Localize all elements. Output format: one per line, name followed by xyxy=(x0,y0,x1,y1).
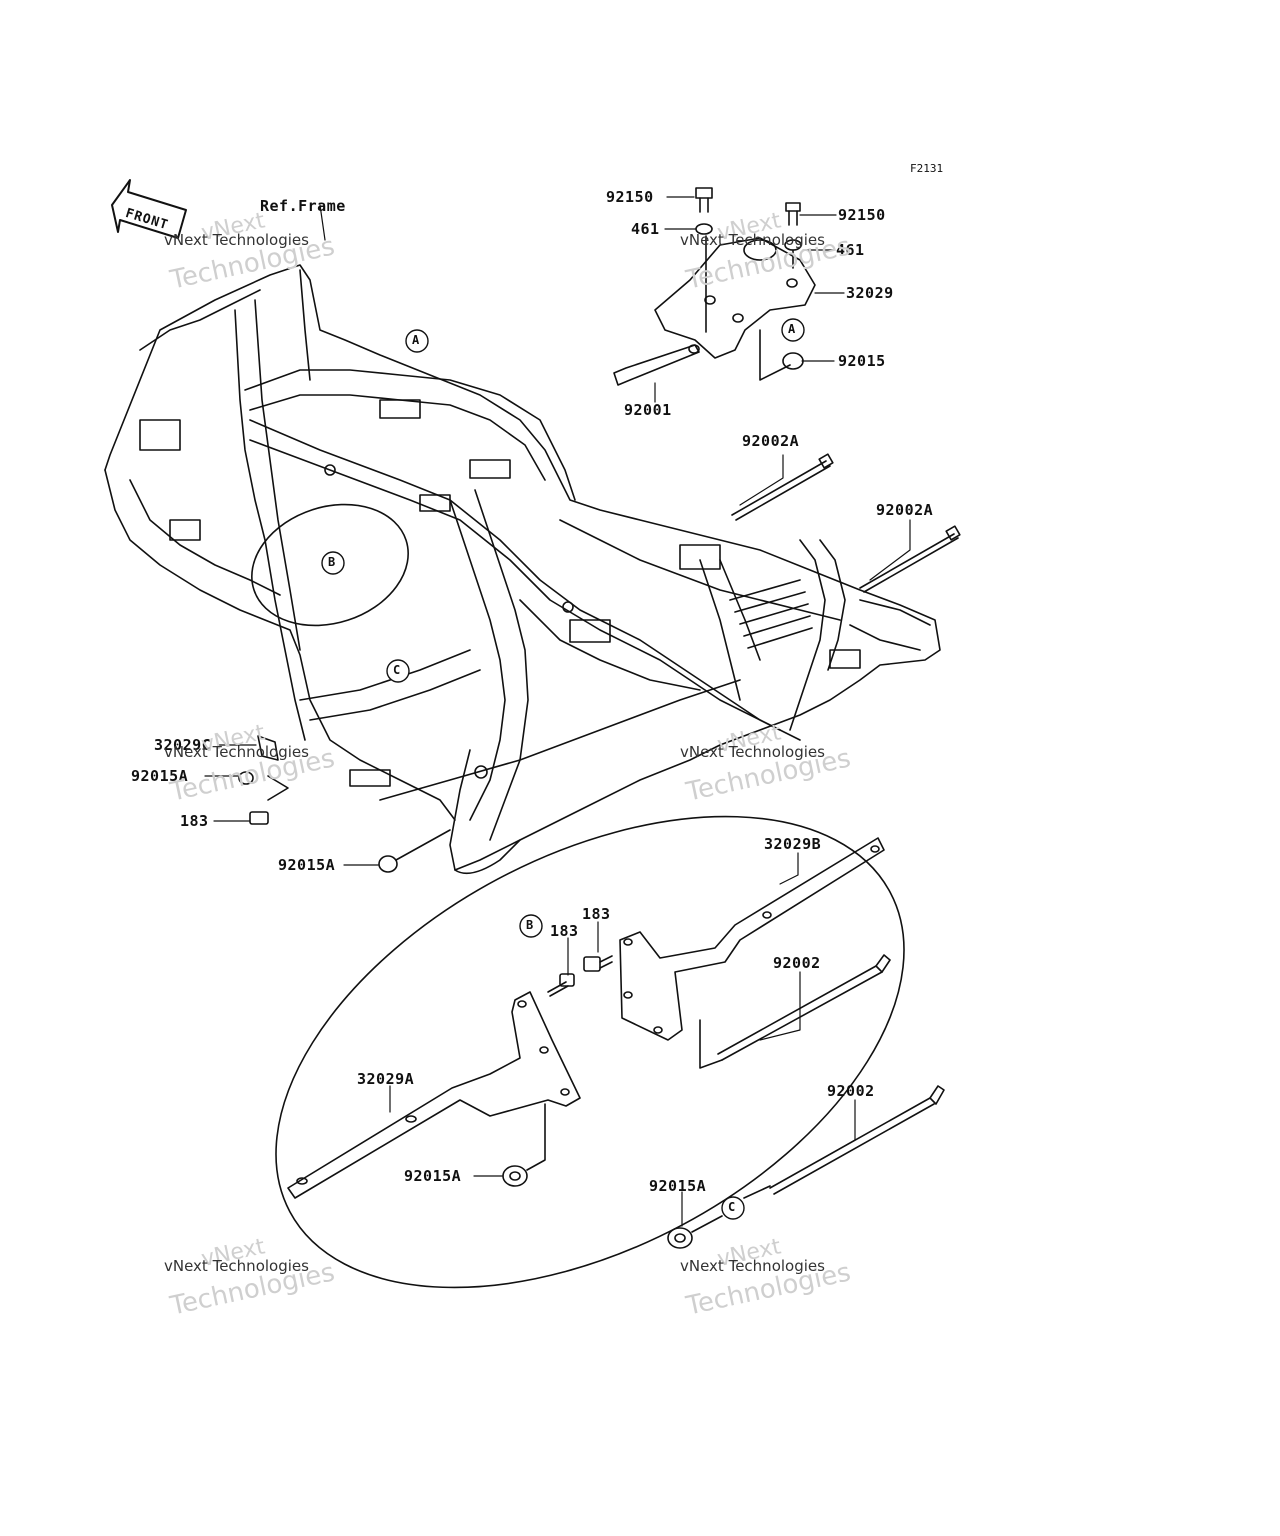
part-32029: 32029 xyxy=(846,284,894,302)
part-92015A-bracket: 92015A xyxy=(404,1167,462,1185)
part-92150-left: 92150 xyxy=(606,188,654,206)
callout-a-bracket: A xyxy=(788,322,796,336)
part-92015: 92015 xyxy=(838,352,886,370)
part-92015A-left: 92015A xyxy=(131,767,189,785)
detail-ring-b xyxy=(251,503,409,627)
leader-lines xyxy=(204,196,911,1227)
part-32029B: 32029B xyxy=(764,835,822,853)
part-92015A-frame: 92015A xyxy=(278,856,336,874)
nuts-92015A-drawing xyxy=(502,1103,771,1249)
left-small-parts-drawing xyxy=(238,735,451,873)
bracket-32029B-drawing xyxy=(619,837,885,1041)
bolts-183-drawing xyxy=(547,955,613,997)
bracket-32029-drawing xyxy=(613,187,816,386)
callout-b-detail: B xyxy=(526,918,534,932)
front-arrow-icon xyxy=(111,179,187,239)
part-32029A: 32029A xyxy=(357,1070,415,1088)
part-461-right: 461 xyxy=(836,241,865,259)
part-92002-a: 92002 xyxy=(773,954,821,972)
part-183-a: 183 xyxy=(582,905,611,923)
callout-circles xyxy=(321,318,805,1220)
part-92015A-c: 92015A xyxy=(649,1177,707,1195)
part-92002-b: 92002 xyxy=(827,1082,875,1100)
part-92002A-right: 92002A xyxy=(876,501,934,519)
rods-92002-drawing xyxy=(699,954,945,1195)
frame-drawing xyxy=(104,264,941,875)
bracket-32029A-drawing xyxy=(287,991,581,1199)
part-92002A-top: 92002A xyxy=(742,432,800,450)
ref-frame-label: Ref.Frame xyxy=(260,197,346,215)
callout-b-frame: B xyxy=(328,555,336,569)
part-92001: 92001 xyxy=(624,401,672,419)
callout-c-detail: C xyxy=(728,1200,736,1214)
part-183-left: 183 xyxy=(180,812,209,830)
detail-oval-b xyxy=(275,815,905,1289)
rod-92002A-drawing xyxy=(731,453,961,593)
part-183-b: 183 xyxy=(550,922,579,940)
part-461-left: 461 xyxy=(631,220,660,238)
callout-c-frame: C xyxy=(393,663,401,677)
part-32029C: 32029C xyxy=(154,736,212,754)
figure-id: F2131 xyxy=(910,162,944,175)
part-92150-right: 92150 xyxy=(838,206,886,224)
callout-a-frame: A xyxy=(412,333,420,347)
